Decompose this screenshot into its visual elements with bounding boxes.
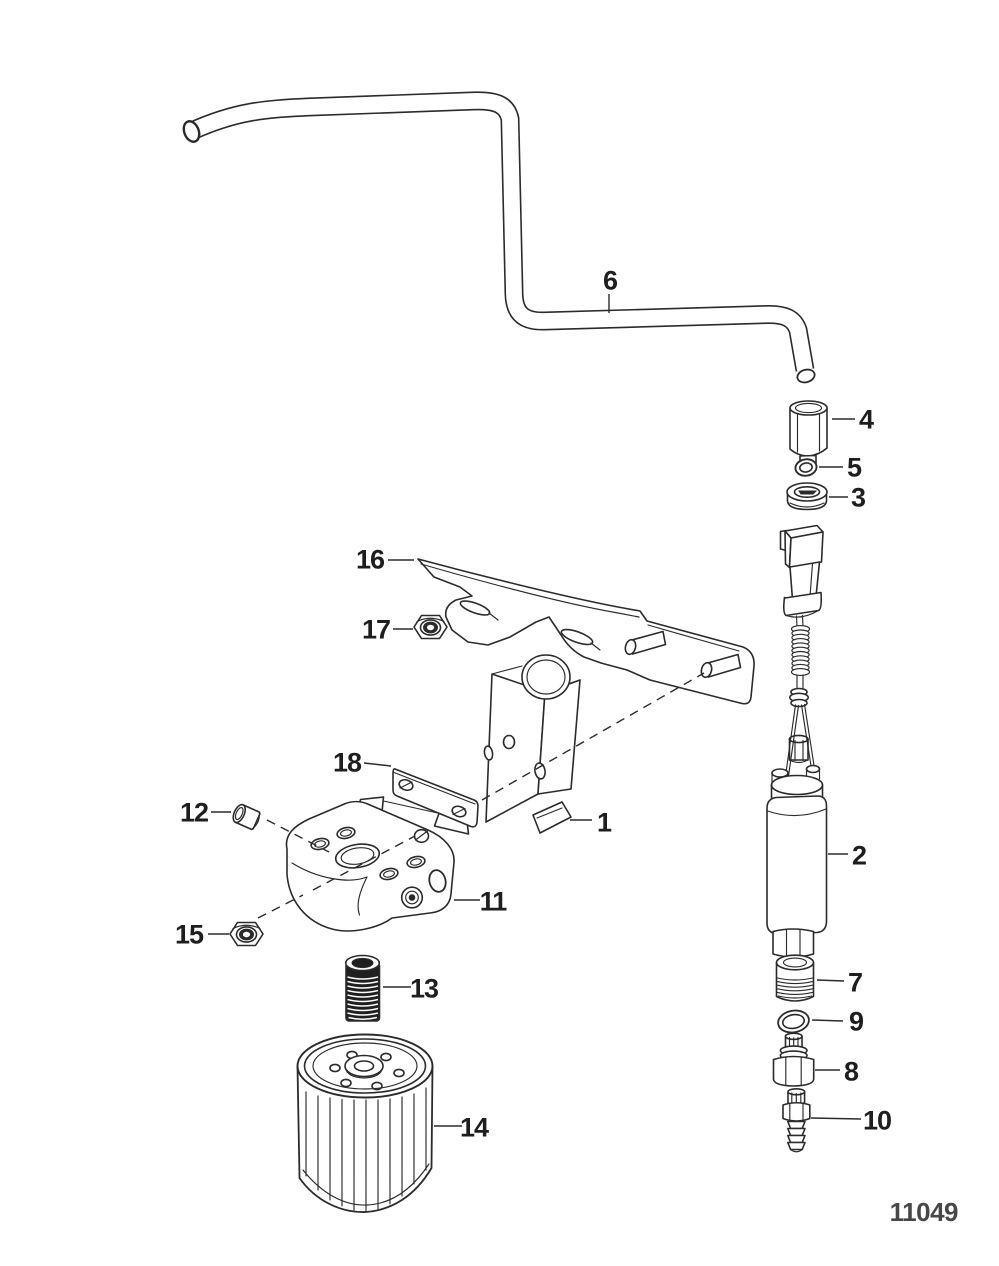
callout-7-leader (816, 979, 845, 982)
callout-1: 1 (597, 808, 612, 838)
callout-6: 6 (603, 266, 618, 296)
bracket-stud-pins (624, 630, 742, 679)
callout-4: 4 (859, 405, 874, 435)
connector-plug (779, 524, 824, 618)
part-fuel-filter-14 (296, 1033, 434, 1213)
part-bracket-16 (417, 558, 755, 705)
callout-9: 9 (849, 1007, 864, 1037)
part-bracket-1 (483, 654, 581, 834)
pump-terminal-wires (784, 703, 816, 777)
callout-15: 15 (175, 920, 204, 950)
callout-3: 3 (851, 483, 866, 513)
callout-12: 12 (180, 798, 208, 828)
part-grommet-3 (786, 482, 828, 511)
callout-13: 13 (410, 974, 439, 1004)
part-adapter-7 (775, 954, 815, 1002)
part-nipple-13 (344, 954, 381, 1022)
callout-18-leader (363, 762, 392, 767)
callout-5: 5 (847, 453, 862, 483)
part-barb-fitting-10 (782, 1088, 811, 1153)
tube-open-end-left (182, 120, 201, 143)
part-washer-5 (794, 458, 818, 477)
pump-wire-spring (788, 614, 811, 708)
part-fuel-line (182, 91, 816, 384)
assembly-center-lines (257, 672, 705, 919)
part-fuel-pump-assembly (766, 524, 828, 961)
tube-open-end-right (796, 368, 816, 384)
part-plate-18 (392, 768, 479, 828)
callout-14: 14 (460, 1113, 489, 1143)
callout-2: 2 (852, 841, 866, 871)
figure-number: 11049 (890, 1197, 958, 1227)
callout-17: 17 (362, 615, 390, 645)
part-spacer-12 (232, 803, 261, 831)
callout-8: 8 (844, 1057, 859, 1087)
filter-bolt-holes (329, 1050, 405, 1091)
part-filter-head-11 (285, 796, 470, 932)
pump-body (766, 764, 828, 961)
part-fitting-8 (772, 1032, 815, 1087)
callout-10: 10 (863, 1106, 891, 1136)
callout-16: 16 (356, 545, 385, 575)
callout-10-leader (810, 1117, 862, 1120)
head-socket-bolt (400, 886, 424, 909)
head-bolt-bosses (310, 826, 426, 881)
callout-18: 18 (333, 748, 362, 778)
callout-7: 7 (848, 968, 862, 998)
part-locknut-15 (229, 921, 264, 947)
part-oring-9 (777, 1009, 810, 1034)
part-locknut-17 (413, 614, 448, 640)
callout-11: 11 (480, 887, 508, 917)
callout-9-leader (811, 1019, 844, 1022)
